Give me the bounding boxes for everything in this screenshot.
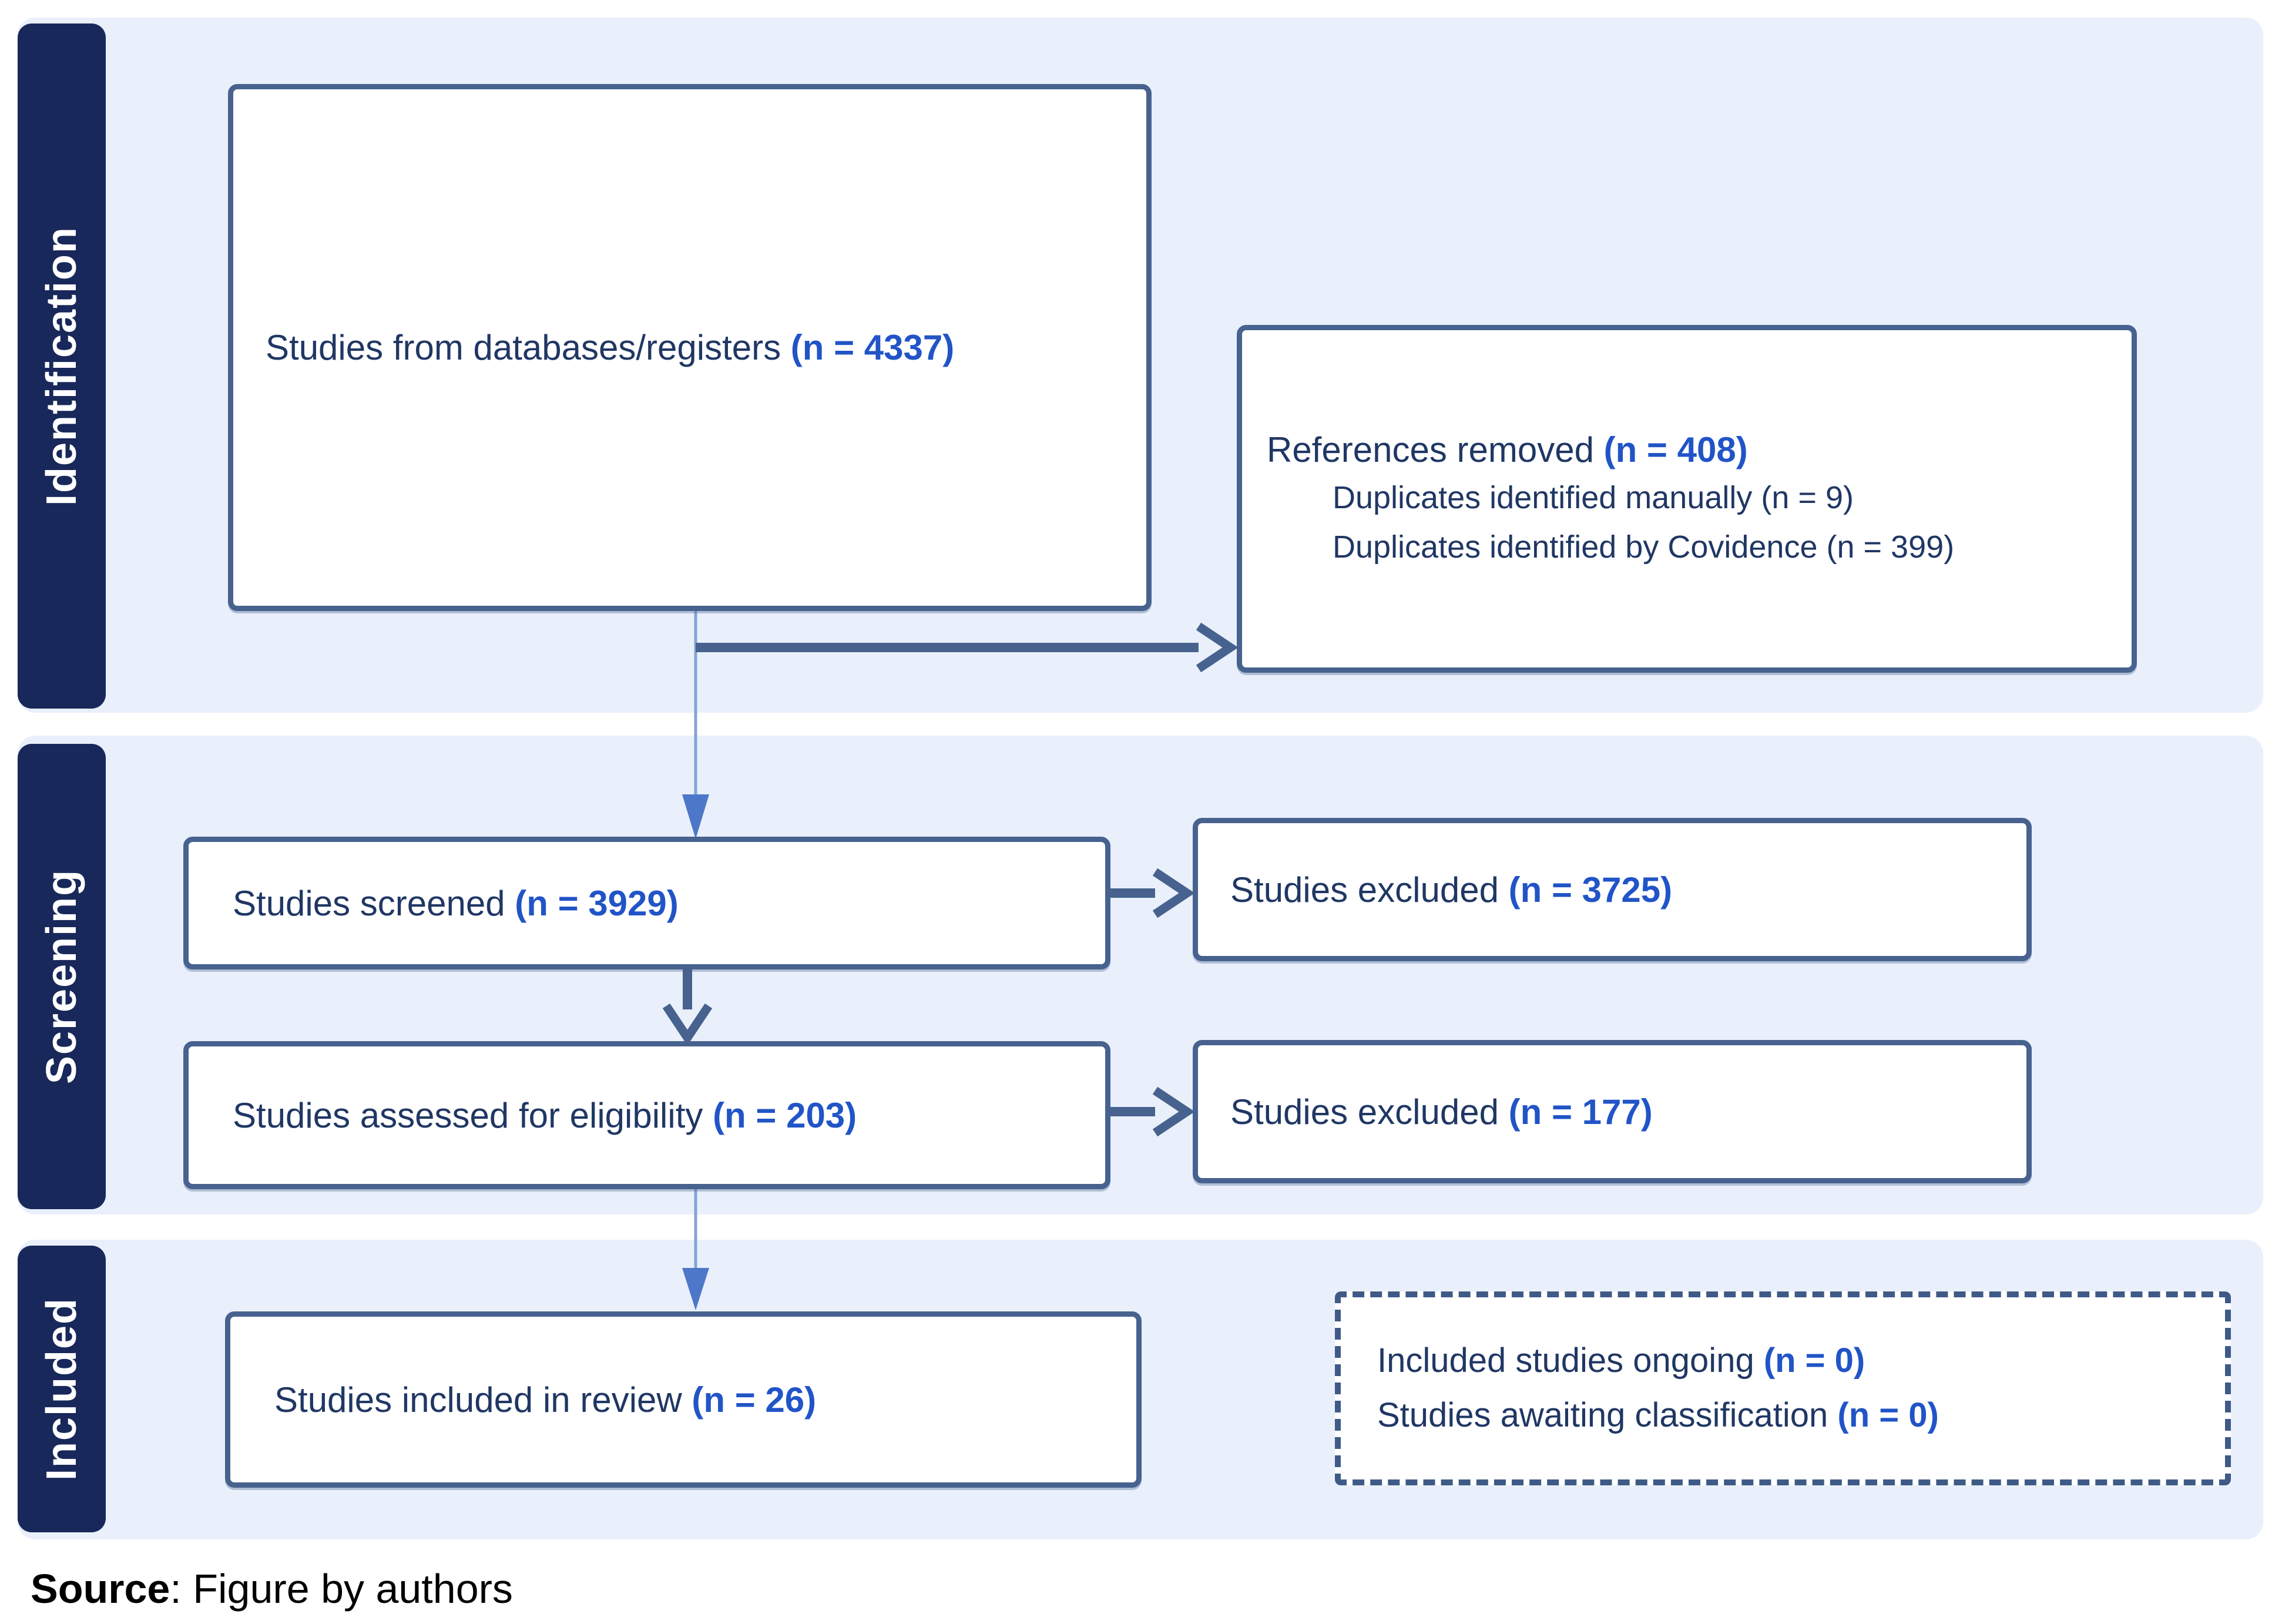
- box-count: (n = 26): [692, 1380, 817, 1420]
- box-label: Studies awaiting classification: [1377, 1396, 1838, 1434]
- box-studies-included-review: Studies included in review (n = 26): [225, 1311, 1142, 1488]
- box-text: Studies assessed for eligibility (n = 20…: [233, 1092, 1105, 1139]
- box-ongoing-awaiting-classification: Included studies ongoing (n = 0) Studies…: [1335, 1291, 2231, 1485]
- stage-label-text: Identification: [38, 226, 85, 506]
- box-count: (n = 4337): [790, 328, 955, 367]
- box-count: (n = 203): [713, 1095, 857, 1135]
- box-text: Included studies ongoing (n = 0): [1377, 1334, 2225, 1388]
- box-studies-excluded-screening: Studies excluded (n = 3725): [1193, 818, 2032, 961]
- box-label: Studies included in review: [274, 1380, 692, 1420]
- box-text: Studies excluded (n = 3725): [1230, 866, 2026, 914]
- stage-label-included: Included: [18, 1246, 106, 1532]
- box-count: (n = 177): [1508, 1092, 1653, 1132]
- box-text: References removed (n = 408): [1267, 426, 2132, 474]
- box-studies-from-databases: Studies from databases/registers (n = 43…: [228, 84, 1152, 611]
- stage-label-identification: Identification: [18, 24, 106, 709]
- box-studies-screened: Studies screened (n = 3929): [183, 837, 1110, 969]
- box-text: Studies excluded (n = 177): [1230, 1088, 2026, 1136]
- stage-label-text: Included: [38, 1297, 86, 1481]
- box-label: Studies assessed for eligibility: [233, 1095, 713, 1135]
- box-count: (n = 3929): [515, 883, 679, 923]
- box-label: References removed: [1267, 430, 1604, 469]
- box-text: Studies from databases/registers (n = 43…: [266, 324, 1146, 371]
- box-subline-duplicates-manual: Duplicates identified manually (n = 9): [1333, 479, 1854, 515]
- box-references-removed: References removed (n = 408) Duplicates …: [1237, 325, 2137, 673]
- box-text: Studies included in review (n = 26): [274, 1376, 1136, 1424]
- box-label: Included studies ongoing: [1377, 1341, 1764, 1380]
- box-label: Studies excluded: [1230, 870, 1509, 910]
- box-text: Studies screened (n = 3929): [233, 880, 1105, 927]
- source-text: : Figure by authors: [170, 1566, 513, 1612]
- box-subline-duplicates-covidence: Duplicates identified by Covidence (n = …: [1333, 529, 1955, 565]
- box-label: Studies screened: [233, 883, 515, 923]
- box-text: Studies awaiting classification (n = 0): [1377, 1388, 2225, 1443]
- box-studies-assessed-eligibility: Studies assessed for eligibility (n = 20…: [183, 1041, 1110, 1189]
- box-count: (n = 408): [1603, 430, 1748, 469]
- box-label: Studies excluded: [1230, 1092, 1509, 1132]
- box-label: Studies from databases/registers: [266, 328, 791, 367]
- source-label: Source: [31, 1566, 170, 1612]
- box-studies-excluded-eligibility: Studies excluded (n = 177): [1193, 1040, 2032, 1183]
- source-note: Source: Figure by authors: [31, 1565, 513, 1612]
- box-count: (n = 3725): [1508, 870, 1673, 910]
- stage-label-text: Screening: [38, 868, 85, 1085]
- stage-label-screening: Screening: [18, 744, 106, 1209]
- box-count: (n = 0): [1837, 1396, 1939, 1434]
- box-count: (n = 0): [1763, 1341, 1865, 1380]
